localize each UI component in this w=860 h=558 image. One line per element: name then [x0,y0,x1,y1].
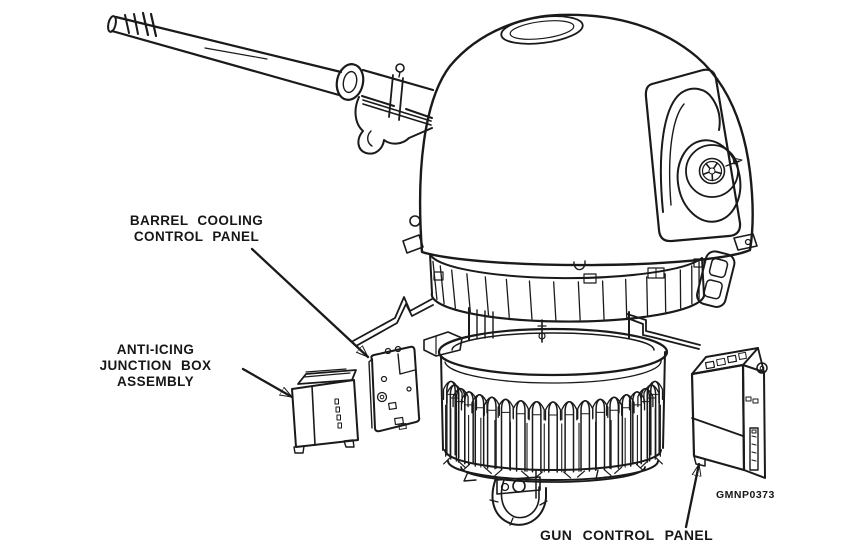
label-line: ANTI-ICING [116,342,195,357]
mount-bracket-tab [733,233,758,251]
label-line: JUNCTION BOX ASSEMBLY [99,358,212,389]
deck-break-line-left [352,296,434,347]
deck-break-line-right [626,313,701,350]
gun-control-panel-drawing [690,347,768,479]
label-barrel-cooling-control-panel: BARREL COOLING CONTROL PANEL [114,213,279,245]
ammunition-drum [423,327,669,526]
label-line: CONTROL PANEL [133,229,260,244]
ammo-rounds-ring [442,380,664,473]
lifting-eye-icon [573,260,586,271]
leader-arrow-barrel-cooling [250,247,370,359]
dome-side-port-panel [644,68,743,243]
base-skirt-ring [429,253,706,323]
barrel-cooling-panel-drawing [368,345,421,433]
label-line: BARREL COOLING [129,213,264,228]
label-gun-control-panel: GUN CONTROL PANEL [540,527,714,543]
gun-house-dome [402,13,758,271]
ladder-handle [696,250,736,308]
leader-arrow-anti-icing [241,367,294,399]
muzzle-port-ring [685,144,739,198]
leader-arrow-gun-control [684,462,699,529]
gun-barrel [107,11,435,155]
label-anti-icing-junction-box: ANTI-ICING JUNCTION BOX ASSEMBLY [58,342,253,390]
label-line: GUN CONTROL PANEL [540,527,714,543]
top-hatch-icon [500,15,584,45]
figure-code: GMNP0373 [716,489,775,501]
hoist-hook [489,469,548,526]
fan-hub-icon [698,157,726,185]
anti-icing-junction-box-drawing [291,368,359,454]
